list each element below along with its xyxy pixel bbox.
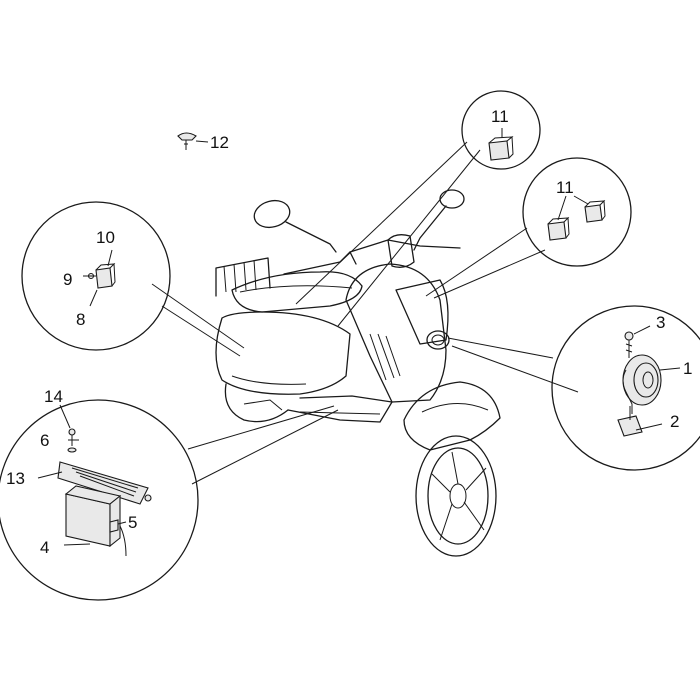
callout-10: 10	[96, 228, 115, 247]
detail-relays-right: 11	[522, 157, 632, 267]
rear-body-panel	[215, 311, 351, 395]
left-mirror	[253, 199, 337, 253]
detail-relay-top: 11	[461, 90, 541, 170]
battery-part	[64, 485, 127, 557]
callout-6: 6	[40, 431, 49, 450]
callout-8: 8	[76, 310, 85, 329]
callout-5: 5	[128, 513, 137, 532]
washer-part-6	[67, 447, 77, 453]
detail-circle-relays-right	[522, 157, 632, 267]
detail-circle-horn	[551, 305, 700, 471]
handlebar	[283, 239, 461, 275]
callout-4: 4	[40, 538, 49, 557]
screw-part-9	[83, 272, 96, 280]
relay-part-8	[95, 262, 116, 289]
glovebox-panel	[395, 279, 449, 345]
rear-rack	[215, 257, 271, 297]
callout-14: 14	[44, 387, 63, 406]
headset	[387, 234, 415, 268]
relay-part-top	[488, 136, 514, 161]
leader-lines	[151, 141, 579, 485]
leg-shield	[345, 263, 447, 403]
horn-screw-part	[624, 331, 634, 358]
detail-battery: 14 6 13 4 5	[0, 387, 199, 601]
callout-9: 9	[63, 270, 72, 289]
clip-part-12: 12	[177, 132, 229, 152]
callout-1: 1	[683, 359, 692, 378]
terminal-part-5	[109, 519, 119, 533]
seat	[231, 271, 363, 313]
scooter-outline	[215, 189, 501, 557]
detail-relay-left: 10 9 8	[21, 201, 171, 351]
engine-cover	[224, 383, 289, 423]
screw-part-14	[68, 428, 76, 446]
floorboard	[287, 395, 393, 423]
callout-11-right: 11	[556, 178, 574, 197]
detail-circle-battery	[0, 399, 199, 601]
relay-part-right-a	[547, 216, 570, 241]
horn-bracket-part	[617, 406, 643, 437]
relay-part-right-b	[584, 199, 606, 223]
front-wheel	[415, 435, 497, 557]
detail-circle-relay-left	[21, 201, 171, 351]
right-mirror	[413, 189, 465, 251]
front-fender	[403, 381, 501, 451]
callout-13: 13	[6, 469, 25, 488]
horn-grille	[426, 330, 450, 350]
callout-2: 2	[670, 412, 679, 431]
callout-12: 12	[210, 133, 229, 152]
horn-part	[622, 354, 662, 414]
detail-horn: 1 2 3	[551, 305, 700, 471]
callout-11-top: 11	[491, 107, 509, 126]
callout-3: 3	[656, 313, 665, 332]
detail-circle-relay-top	[461, 90, 541, 170]
